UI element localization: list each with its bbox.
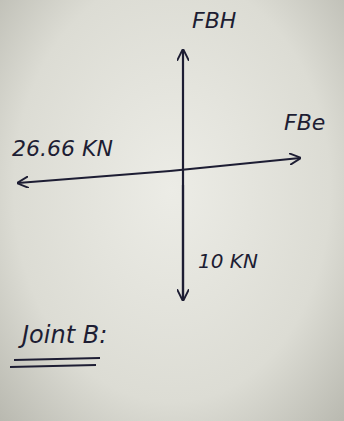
- underline: [14, 358, 100, 360]
- force-value: 10 KN: [198, 250, 258, 273]
- force-arrow-down: [182, 185, 184, 300]
- force-value: 26.66 KN: [12, 136, 113, 161]
- force-arrow-up: [182, 50, 184, 300]
- force-label: FBH: [192, 8, 236, 33]
- joint-title: Joint B:: [22, 322, 107, 350]
- force-arrow-right: [170, 158, 300, 171]
- underline: [10, 365, 96, 367]
- force-arrow-left: [18, 171, 170, 183]
- force-label: FBe: [284, 110, 325, 135]
